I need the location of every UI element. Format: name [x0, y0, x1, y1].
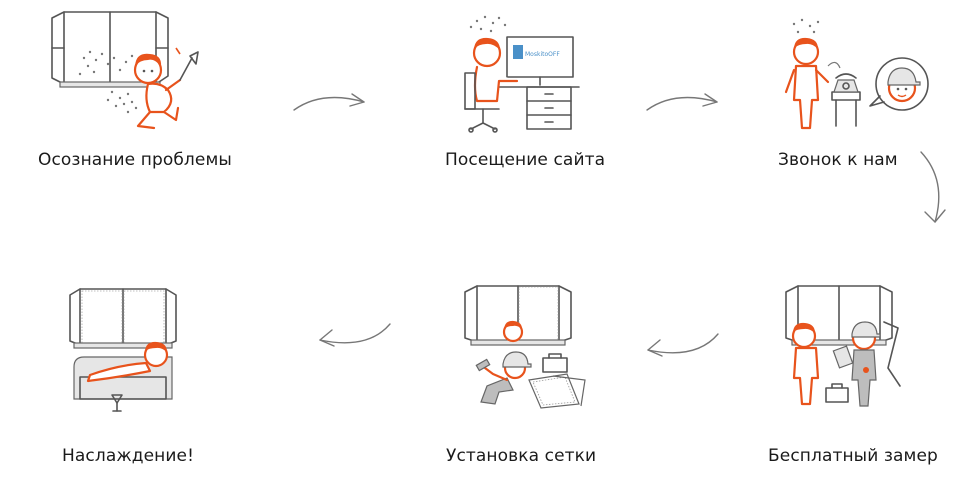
step-label-awareness: Осознание проблемы [38, 150, 232, 170]
step-label-website-visit: Посещение сайта [445, 150, 606, 170]
arrow-right-icon [646, 93, 718, 111]
relaxing-icon [69, 288, 177, 412]
arrow-down-icon [920, 151, 946, 223]
installation-icon [464, 285, 586, 409]
step-label-net-installation: Установка сетки [446, 446, 597, 466]
step-label-free-measurement: Бесплатный замер [768, 446, 938, 466]
arrow-right-icon [293, 93, 365, 111]
window-mosquito-icon [51, 11, 199, 130]
arrow-left-icon [647, 333, 719, 357]
arrow-left-icon [319, 323, 391, 347]
step-label-enjoyment: Наслаждение! [62, 446, 194, 466]
measurement-icon [785, 285, 901, 407]
step-label-call-us: Звонок к нам [778, 150, 898, 170]
monitor-logo: MoskitoOFF [525, 51, 560, 58]
computer-desk-icon: MoskitoOFF [464, 15, 580, 133]
phone-call-icon [784, 18, 929, 130]
